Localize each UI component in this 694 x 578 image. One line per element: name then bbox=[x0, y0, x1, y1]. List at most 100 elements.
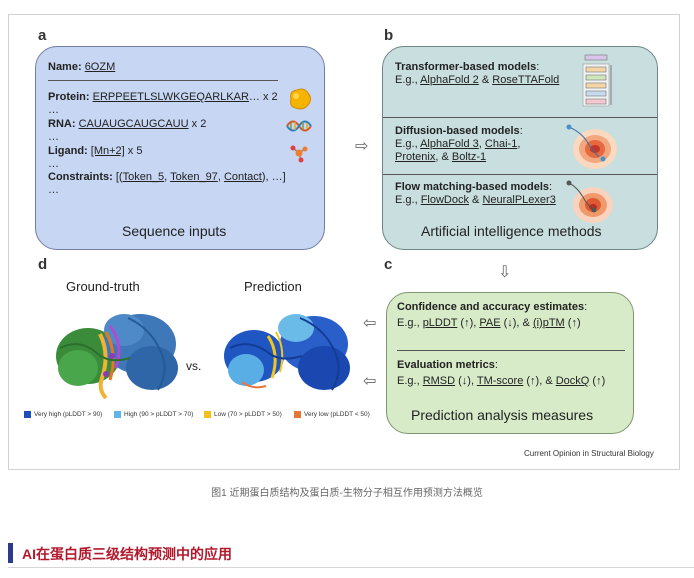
rosettafold-link: RoseTTAFold bbox=[492, 74, 560, 86]
dockq-link: DockQ bbox=[555, 375, 590, 387]
ellipsis-1: … bbox=[48, 104, 59, 116]
rna-line: RNA: CAUAUGCAUGCAUU x 2 bbox=[48, 118, 206, 130]
constraints-open: [( bbox=[115, 171, 123, 183]
figure-caption: 图1 近期蛋白质结构及蛋白质-生物分子相互作用预测方法概览 bbox=[211, 488, 483, 499]
tmscore-arrow: (↑), & bbox=[523, 375, 556, 387]
transformer-line: Transformer-based models: bbox=[395, 61, 539, 73]
section-heading: AI在蛋白质三级结构预测中的应用 bbox=[8, 539, 694, 568]
protein-label: Protein: bbox=[48, 91, 90, 103]
confidence-examples: E.g., pLDDT (↑), PAE (↓), & (i)pTM (↑) bbox=[397, 317, 581, 329]
iptm-arrow: (↑) bbox=[564, 317, 581, 329]
diffusion-density-icon bbox=[566, 124, 617, 169]
flow-line: Flow matching-based models: bbox=[395, 181, 552, 193]
prediction-analysis-panel: Confidence and accuracy estimates: E.g.,… bbox=[386, 292, 634, 434]
diffusion-comma: , bbox=[478, 138, 485, 150]
diffusion-comma-2: , bbox=[517, 138, 521, 150]
eval-examples: E.g., RMSD (↓), TM-score (↑), & DockQ (↑… bbox=[397, 375, 605, 387]
ligand-line: Ligand: [Mn+2] x 5 bbox=[48, 145, 142, 157]
constraints-line: Constraints: [(Token_5, Token_97, Contac… bbox=[48, 171, 286, 183]
flow-title: Flow matching-based models bbox=[395, 181, 550, 193]
diffusion-colon: : bbox=[519, 125, 523, 137]
flow-amp: & bbox=[468, 194, 483, 206]
section-heading-text: AI在蛋白质三级结构预测中的应用 bbox=[22, 546, 232, 562]
prediction-title: Prediction bbox=[244, 279, 302, 294]
legend-item-very-low: Very low (pLDDT < 50) bbox=[294, 411, 370, 418]
ligand-value: [Mn+2] bbox=[90, 145, 125, 157]
name-value: 6OZM bbox=[84, 61, 116, 73]
eval-line: Evaluation metrics: bbox=[397, 359, 498, 371]
flow-eg: E.g., bbox=[395, 194, 421, 206]
confidence-title: Confidence and accuracy estimates bbox=[397, 301, 585, 313]
constraints-comma-1: , bbox=[164, 171, 171, 183]
confidence-line: Confidence and accuracy estimates: bbox=[397, 301, 587, 313]
protein-count: … x 2 bbox=[248, 91, 278, 103]
eval-title: Evaluation metrics bbox=[397, 359, 495, 371]
vs-label: vs. bbox=[186, 359, 202, 373]
name-divider bbox=[48, 80, 278, 81]
confidence-colon: : bbox=[584, 301, 588, 313]
legend-label-high: High (90 > pLDDT > 70) bbox=[124, 411, 194, 419]
transformer-eg: E.g., bbox=[395, 74, 421, 86]
contact-value: Contact bbox=[223, 171, 262, 183]
legend-swatch-very-high bbox=[24, 411, 31, 418]
legend-swatch-very-low bbox=[294, 411, 301, 418]
ligand-count: x 5 bbox=[124, 145, 143, 157]
alphafold3-link: AlphaFold 3 bbox=[420, 138, 479, 150]
diffusion-eg: E.g., bbox=[395, 138, 421, 150]
prediction-structure bbox=[224, 314, 350, 391]
tmscore-link: TM-score bbox=[476, 375, 524, 387]
rna-label: RNA: bbox=[48, 118, 76, 130]
panel-letter-d: d bbox=[38, 256, 48, 273]
name-label: Name: bbox=[48, 61, 82, 73]
plddt-link: pLDDT bbox=[422, 317, 458, 329]
alphafold2-link: AlphaFold 2 bbox=[420, 74, 479, 86]
section-heading-bar bbox=[8, 543, 13, 563]
legend-label-low: Low (70 > pLDDT > 50) bbox=[214, 411, 282, 419]
plddt-arrow: (↑), bbox=[457, 317, 480, 329]
transformer-divider bbox=[383, 117, 657, 118]
flow-examples: E.g., FlowDock & NeuralPLexer3 bbox=[395, 194, 556, 206]
legend-swatch-low bbox=[204, 411, 211, 418]
diffusion-and: , & bbox=[435, 151, 452, 163]
transformer-examples: E.g., AlphaFold 2 & RoseTTAFold bbox=[395, 74, 559, 86]
ligand-label: Ligand: bbox=[48, 145, 88, 157]
panel-letter-c: c bbox=[384, 256, 393, 273]
flow-matching-icon bbox=[566, 180, 613, 223]
legend-item-very-high: Very high (pLDDT > 90) bbox=[24, 411, 102, 418]
flow-colon: : bbox=[549, 181, 553, 193]
ligand-molecule-icon bbox=[290, 145, 308, 163]
rna-sequence: CAUAUGCAUGCAUU bbox=[78, 118, 189, 130]
transformer-architecture-icon bbox=[582, 54, 612, 107]
protein-blob-icon bbox=[290, 88, 311, 110]
transformer-colon: : bbox=[536, 61, 540, 73]
token-b: Token_97 bbox=[170, 171, 218, 183]
ellipsis-2: … bbox=[48, 131, 59, 143]
legend-item-high: High (90 > pLDDT > 70) bbox=[114, 411, 193, 418]
protein-sequence: ERPPEETLSLWKGEQARLKAR bbox=[92, 91, 249, 103]
journal-credit: Current Opinion in Structural Biology bbox=[524, 449, 654, 458]
pae-link: PAE bbox=[479, 317, 501, 329]
ellipsis-4: … bbox=[48, 184, 59, 196]
diffusion-examples-1: E.g., AlphaFold 3, Chai-1, bbox=[395, 138, 520, 150]
rmsd-arrow: (↓), bbox=[455, 375, 477, 387]
diffusion-line: Diffusion-based models: bbox=[395, 125, 523, 137]
neuralplexer3-link: NeuralPLexer3 bbox=[482, 194, 556, 206]
boltz1-link: Boltz-1 bbox=[451, 151, 487, 163]
iptm-link: (i)pTM bbox=[532, 317, 565, 329]
dockq-arrow: (↑) bbox=[589, 375, 606, 387]
eval-colon: : bbox=[494, 359, 498, 371]
eval-eg: E.g., bbox=[397, 375, 423, 387]
protenix-link: Protenix bbox=[395, 151, 436, 163]
constraints-label: Constraints: bbox=[48, 171, 113, 183]
constraints-comma-2: , bbox=[217, 171, 224, 183]
legend-label-very-high: Very high (pLDDT > 90) bbox=[34, 411, 103, 419]
ground-truth-structure bbox=[56, 314, 178, 400]
protein-line: Protein: ERPPEETLSLWKGEQARLKAR… x 2 bbox=[48, 91, 278, 103]
ai-methods-title: Artificial intelligence methods bbox=[421, 223, 602, 239]
panel-letter-a: a bbox=[38, 27, 47, 44]
arrow-c-to-d-top: ⇦ bbox=[363, 315, 377, 332]
arrow-c-to-d-bottom: ⇦ bbox=[363, 373, 377, 390]
confidence-eg: E.g., bbox=[397, 317, 423, 329]
constraints-close: ), …] bbox=[261, 171, 286, 183]
ai-methods-panel: Transformer-based models: E.g., AlphaFol… bbox=[382, 46, 658, 250]
